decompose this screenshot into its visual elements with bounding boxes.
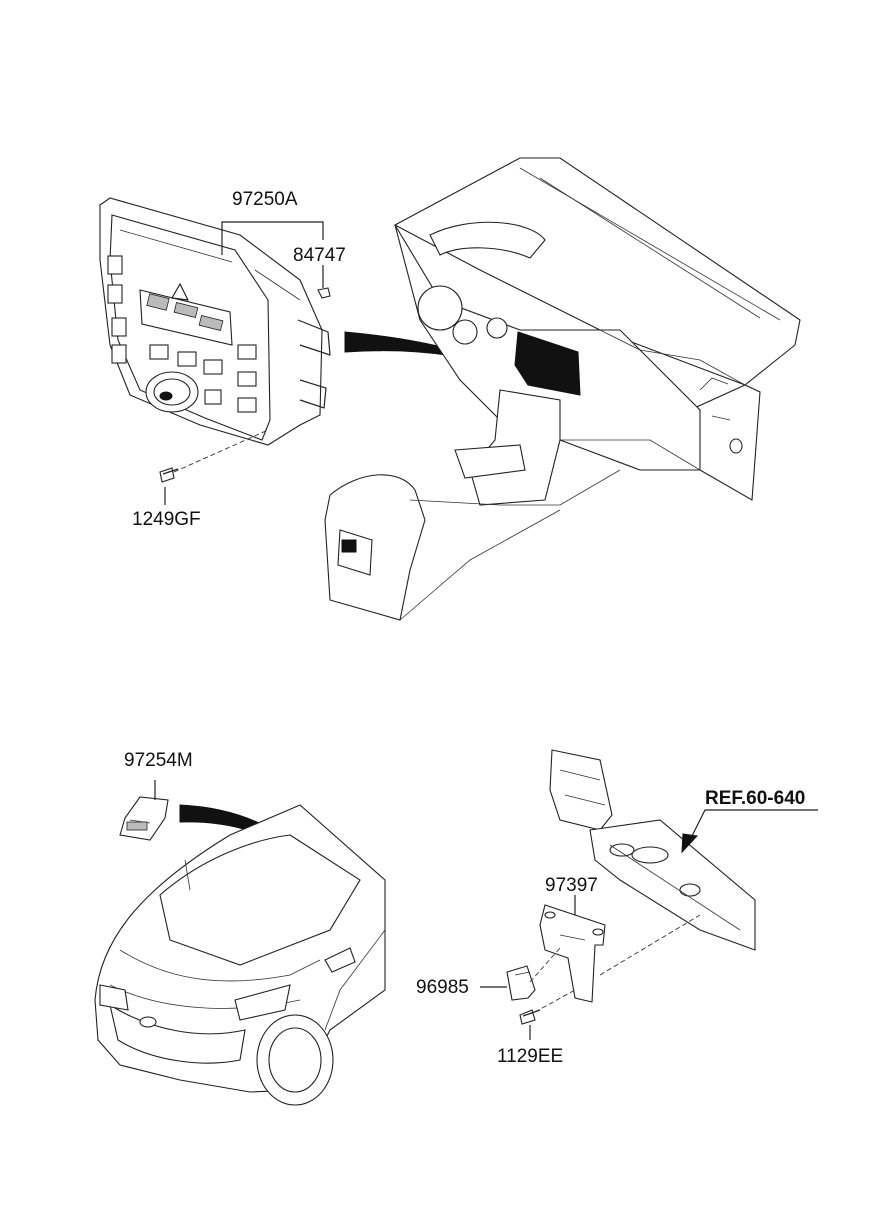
- bracket-assembly-illustration: [480, 749, 818, 1040]
- label-97397: 97397: [545, 875, 598, 896]
- leader-lines-panel: [164, 221, 324, 505]
- heater-control-panel-illustration: [99, 197, 331, 483]
- label-ref-60-640: REF.60-640: [705, 788, 805, 809]
- label-84747: 84747: [293, 245, 346, 266]
- car-front-illustration: [94, 780, 386, 1106]
- label-97254M: 97254M: [124, 750, 193, 771]
- label-97250A: 97250A: [232, 189, 298, 210]
- label-96985: 96985: [416, 977, 469, 998]
- label-1249GF: 1249GF: [132, 509, 201, 530]
- label-1129EE: 1129EE: [497, 1046, 563, 1067]
- dashboard-illustration: [324, 157, 801, 621]
